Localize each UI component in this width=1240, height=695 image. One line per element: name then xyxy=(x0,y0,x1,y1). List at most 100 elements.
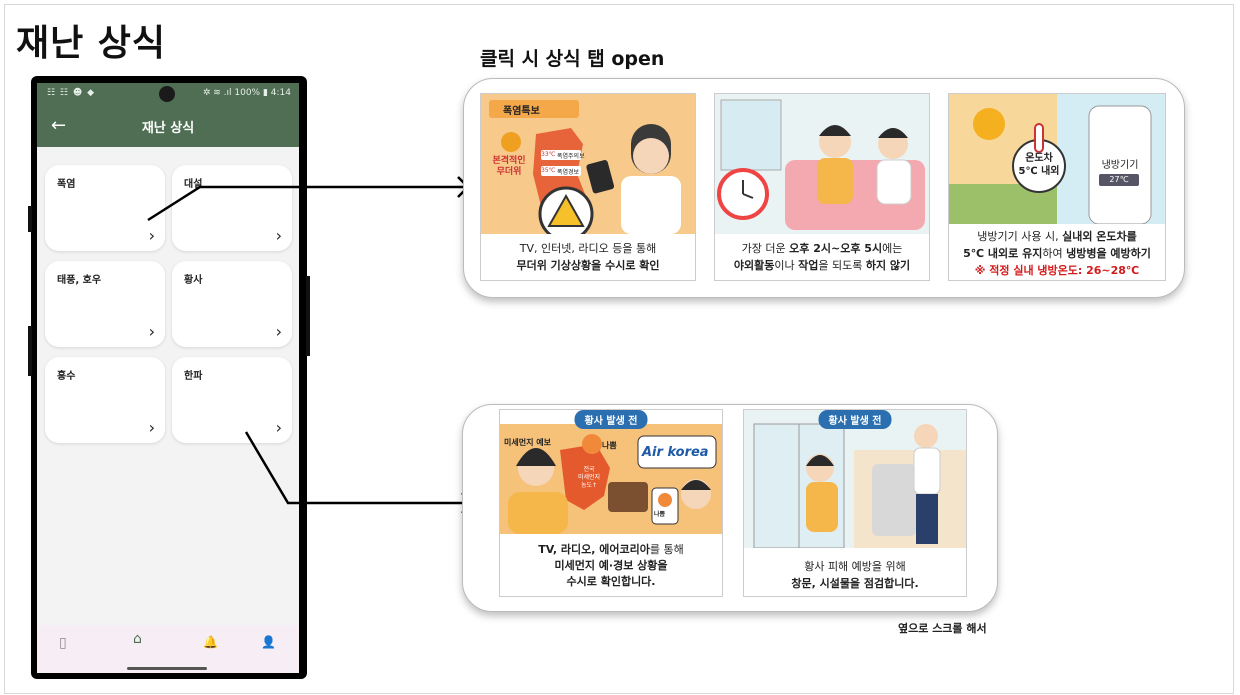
ac-label: 냉방기기 xyxy=(1101,160,1139,171)
heat-tile-3: 온도차 5℃ 내외 냉방기기 27℃ 냉방기기 사용 시, 실내외 온도차를 5… xyxy=(948,93,1166,281)
card-cold-wave[interactable]: 한파 › xyxy=(172,357,292,443)
dust-map-label: 전국 미세먼지 농도↑ xyxy=(570,466,608,490)
heat-illustration-1 xyxy=(481,94,695,234)
dust-badge-2: 황사 발생 전 xyxy=(818,410,892,429)
caption-line: 5℃ 내외로 유지하여 냉방병을 예방하기 xyxy=(949,245,1165,262)
caption-part: 야외활동 xyxy=(733,259,775,272)
phone-screen: ☷ ☷ ☻ ◆ ✲ ≋ .ıl 100% ▮ 4:14 ← 재난 상식 폭염 ›… xyxy=(37,83,299,673)
bell-icon[interactable]: 🔔 xyxy=(203,635,218,649)
dust-tile-1: 황사 발생 전 미세먼지 예보 나쁨 전국 미세먼지 농도↑ Air korea… xyxy=(499,409,723,597)
heatwave-info-panel[interactable]: 폭염특보 33℃ 폭염주의보 35℃ 폭염경보 본격적인 무더위 TV, 인터넷… xyxy=(463,78,1185,298)
dust-tile-2: 황사 발생 전 황사 피해 예방을 위해 창문, 시설물을 점검합니다. xyxy=(743,409,967,597)
heat-caption-2: 가장 더운 오후 2시~오후 5시에는 야외활동이나 작업을 되도록 하지 않기 xyxy=(715,240,929,274)
yellow-dust-info-panel[interactable]: 황사 발생 전 미세먼지 예보 나쁨 전국 미세먼지 농도↑ Air korea… xyxy=(462,404,998,612)
home-icon[interactable]: ⌂ xyxy=(133,631,142,647)
chevron-right-icon: › xyxy=(275,226,282,245)
card-typhoon[interactable]: 태풍, 호우 › xyxy=(45,261,165,347)
caption-part: 냉방기기 사용 시, xyxy=(977,230,1063,243)
heat-temp-1: 33℃ xyxy=(541,151,556,158)
camera-icon xyxy=(159,86,175,102)
heat-illustration-2 xyxy=(715,94,929,234)
chevron-right-icon: › xyxy=(148,418,155,437)
caption-part: 실내외 온도차를 xyxy=(1062,230,1137,243)
card-heatwave[interactable]: 폭염 › xyxy=(45,165,165,251)
caption-part: 가장 더운 xyxy=(741,242,790,255)
dust-face-label: 나쁨 xyxy=(602,441,617,450)
caption-part: TV, 라디오, 에어코리아 xyxy=(538,543,650,556)
heat-tile-2: 가장 더운 오후 2시~오후 5시에는 야외활동이나 작업을 되도록 하지 않기 xyxy=(714,93,930,281)
phone-mockup: ☷ ☷ ☻ ◆ ✲ ≋ .ıl 100% ▮ 4:14 ← 재난 상식 폭염 ›… xyxy=(28,76,310,679)
caption-line: 황사 피해 예방을 위해 xyxy=(804,560,906,573)
heat-warn-1: 폭염주의보 xyxy=(557,153,585,160)
caption-line: 가장 더운 오후 2시~오후 5시에는 xyxy=(715,240,929,257)
airkorea-logo: Air korea xyxy=(642,445,709,460)
map-line: 전국 xyxy=(583,466,595,473)
caption-part: 을 되도록 xyxy=(818,259,866,272)
caption-line: TV, 인터넷, 라디오 등을 통해 xyxy=(519,242,657,255)
caption-line: TV, 라디오, 에어코리아를 통해 xyxy=(500,542,722,558)
scroll-note: 옆으로 스크롤 해서 xyxy=(898,622,987,635)
caption-part: 하지 않기 xyxy=(865,259,911,272)
card-yellow-dust[interactable]: 황사 › xyxy=(172,261,292,347)
heat-label: 본격적인 무더위 xyxy=(492,156,526,177)
caption-part: 이나 xyxy=(774,259,799,272)
caption-part: 냉방병을 예방하기 xyxy=(1066,247,1151,260)
heat-caption-1: TV, 인터넷, 라디오 등을 통해 무더위 기상상황을 수시로 확인 xyxy=(481,240,695,274)
chevron-right-icon: › xyxy=(148,322,155,341)
app-bar: ← 재난 상식 xyxy=(37,105,299,147)
card-label: 태풍, 호우 xyxy=(57,275,102,286)
caption-line: 창문, 시설물을 점검합니다. xyxy=(791,577,919,590)
map-line: 농도↑ xyxy=(580,482,598,489)
caption-part: 5℃ 내외로 유지 xyxy=(963,247,1043,260)
caption-part: 를 통해 xyxy=(649,543,684,556)
map-line: 미세먼지 xyxy=(577,474,601,481)
heat-caption-3: 냉방기기 사용 시, 실내외 온도차를 5℃ 내외로 유지하여 냉방병을 예방하… xyxy=(949,228,1165,279)
caption-part: 오후 2시~오후 5시 xyxy=(789,242,883,255)
dust-badge-1: 황사 발생 전 xyxy=(574,410,648,429)
bubble-line: 온도차 xyxy=(1025,153,1053,164)
card-label: 황사 xyxy=(184,275,203,286)
card-label: 폭염 xyxy=(57,179,76,190)
chevron-right-icon: › xyxy=(275,322,282,341)
caption-part: 하여 xyxy=(1042,247,1067,260)
heat-banner-text: 폭염특보 xyxy=(503,106,540,117)
caption-line: 야외활동이나 작업을 되도록 하지 않기 xyxy=(715,257,929,274)
phone-side-button xyxy=(28,206,32,232)
bubble-line: 5℃ 내외 xyxy=(1018,166,1060,177)
map-icon[interactable]: ▯ xyxy=(59,635,67,651)
dust-caption-2: 황사 피해 예방을 위해 창문, 시설물을 점검합니다. xyxy=(744,558,966,592)
heat-illustration-3 xyxy=(949,94,1165,224)
chevron-right-icon: › xyxy=(275,418,282,437)
card-flood[interactable]: 홍수 › xyxy=(45,357,165,443)
app-bar-title: 재난 상식 xyxy=(141,121,195,136)
dust-banner: 미세먼지 예보 xyxy=(504,438,551,447)
chevron-right-icon: › xyxy=(148,226,155,245)
card-label: 한파 xyxy=(184,371,203,382)
card-label: 대설 xyxy=(184,179,203,190)
caption-part: 작업 xyxy=(798,259,819,272)
back-arrow-icon[interactable]: ← xyxy=(51,115,67,136)
temp-diff-bubble: 온도차 5℃ 내외 xyxy=(1011,152,1067,178)
phone-side-button xyxy=(306,276,310,356)
dust-caption-1: TV, 라디오, 에어코리아를 통해 미세먼지 예·경보 상황을 수시로 확인합… xyxy=(500,542,722,590)
dust-phone-label: 나쁨 xyxy=(654,511,666,518)
user-icon[interactable]: 👤 xyxy=(261,635,276,649)
caption-line: 무더위 기상상황을 수시로 확인 xyxy=(516,259,660,272)
heat-warn-2: 폭염경보 xyxy=(557,169,580,176)
status-bar: ☷ ☷ ☻ ◆ ✲ ≋ .ıl 100% ▮ 4:14 xyxy=(37,83,299,105)
bottom-nav: ▯ ⌂ 🔔 👤 xyxy=(37,625,299,673)
card-heavy-snow[interactable]: 대설 › xyxy=(172,165,292,251)
page-title: 재난 상식 xyxy=(16,23,167,64)
caption-line: 수시로 확인합니다. xyxy=(566,575,656,588)
heat-temp-2: 35℃ xyxy=(541,167,556,174)
dust-illustration-1 xyxy=(500,410,722,534)
status-icons-left: ☷ ☷ ☻ ◆ xyxy=(47,88,96,98)
caption-part: 에는 xyxy=(882,242,903,255)
caption-line: 냉방기기 사용 시, 실내외 온도차를 xyxy=(949,228,1165,245)
ac-temp: 27℃ xyxy=(1109,175,1129,184)
dust-illustration-2 xyxy=(744,410,966,548)
phone-side-button xyxy=(28,326,32,376)
caption-line: 미세먼지 예·경보 상황을 xyxy=(554,559,668,572)
caption-line: ※ 적정 실내 냉방온도: 26~28℃ xyxy=(974,264,1140,277)
heat-tile-1: 폭염특보 33℃ 폭염주의보 35℃ 폭염경보 본격적인 무더위 TV, 인터넷… xyxy=(480,93,696,281)
